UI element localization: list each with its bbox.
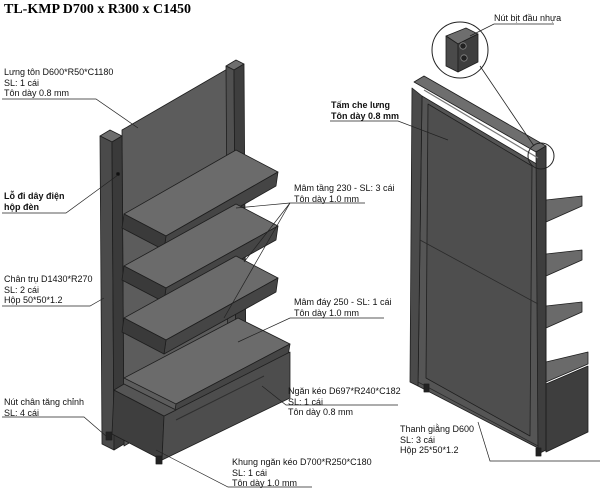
label-cover-panel-line2: Tôn dày 0.8 mm xyxy=(331,110,400,121)
label-plastic-cap-line1: Nút bịt đầu nhựa xyxy=(494,13,562,23)
label-drawer-line3: Tôn dày 0.8 mm xyxy=(288,407,354,417)
label-shelf-tray-line1: Mâm tầng 230 - SL: 3 cái xyxy=(294,183,395,193)
label-drawer-frame-line1: Khung ngăn kéo D700*R250*C180 xyxy=(232,457,372,467)
label-drawer-line2: SL: 1 cái xyxy=(288,396,324,407)
page-title: TL-KMP D700 x R300 x C1450 xyxy=(4,2,192,17)
side-shelf-1 xyxy=(545,195,583,223)
crossbar-2 xyxy=(419,239,539,305)
drawer-handle xyxy=(175,375,265,421)
cap-detail xyxy=(445,27,479,73)
wire-hole xyxy=(116,171,121,176)
label-post-line2: SL: 2 cái xyxy=(4,284,40,295)
label-drawer: Ngăn kéo D697*R240*C182 SL: 1 cái Tôn dà… xyxy=(288,386,401,418)
label-post-line3: Hộp 50*50*1.2 xyxy=(4,295,63,305)
label-back-panel-line2: SL: 1 cái xyxy=(4,77,40,88)
label-plastic-cap: Nút bịt đầu nhựa xyxy=(494,13,561,24)
label-post-line1: Chân trụ D1430*R270 xyxy=(4,274,93,284)
label-drawer-frame: Khung ngăn kéo D700*R250*C180 SL: 1 cái … xyxy=(232,457,372,489)
label-drawer-frame-line2: SL: 1 cái xyxy=(232,467,268,478)
label-wire-hole: Lỗ đi dây điện hộp đèn xyxy=(4,191,65,212)
leader-cover xyxy=(330,120,449,141)
leader-shelf-c xyxy=(223,202,291,319)
label-drawer-frame-line3: Tôn dày 1.0 mm xyxy=(232,478,298,488)
cover-frame-left xyxy=(409,87,423,387)
label-wire-hole-line2: hộp đèn xyxy=(4,201,39,212)
cap-location-circle xyxy=(527,142,555,170)
drawer-side xyxy=(113,383,177,417)
crossbar-3 xyxy=(417,381,539,447)
side-shelf-2 xyxy=(545,249,583,277)
label-cover-panel: Tấm che lưng Tôn dày 0.8 mm xyxy=(331,100,399,121)
leader-foot xyxy=(2,416,107,437)
label-bottom-tray-line1: Mâm đáy 250 - SL: 1 cái xyxy=(294,297,392,307)
label-shelf-tray: Mâm tầng 230 - SL: 3 cái Tôn dày 1.0 mm xyxy=(294,183,395,204)
label-cover-panel-line1: Tấm che lưng xyxy=(331,100,391,110)
label-back-panel-line3: Tôn dày 0.8 mm xyxy=(4,88,70,98)
leader-cap xyxy=(469,23,554,37)
leader-post xyxy=(2,297,105,307)
label-wire-hole-line1: Lỗ đi dây điện xyxy=(4,191,65,201)
cover-frame-right xyxy=(535,145,547,455)
crossbar-1 xyxy=(423,89,539,159)
leader-back-panel xyxy=(2,98,139,129)
label-foot-line2: SL: 4 cái xyxy=(4,407,40,418)
adjust-foot-3 xyxy=(423,383,430,393)
side-shelf-3 xyxy=(545,301,583,329)
adjust-foot-2 xyxy=(155,455,163,465)
label-drawer-line1: Ngăn kéo D697*R240*C182 xyxy=(288,386,401,396)
adjust-foot-4 xyxy=(535,447,542,457)
label-crossbar-line2: SL: 3 cái xyxy=(400,434,436,445)
label-bottom-tray-line2: Tôn dày 1.0 mm xyxy=(294,307,360,318)
label-foot: Nút chân tăng chỉnh SL: 4 cái xyxy=(4,397,84,418)
adjust-foot-1 xyxy=(105,431,113,441)
leader-shelf-b xyxy=(243,202,291,263)
leader-drawer xyxy=(261,385,398,406)
label-post: Chân trụ D1430*R270 SL: 2 cái Hộp 50*50*… xyxy=(4,274,93,306)
label-shelf-tray-line2: Tôn dày 1.0 mm xyxy=(294,193,360,204)
label-crossbar-line1: Thanh giằng D600 xyxy=(400,424,475,434)
leader-bottom xyxy=(237,317,384,343)
label-foot-line1: Nút chân tăng chỉnh xyxy=(4,397,85,407)
leader-drawer-frame xyxy=(155,449,312,488)
label-back-panel-line1: Lưng tôn D600*R50*C1180 xyxy=(4,67,114,77)
label-crossbar: Thanh giằng D600 SL: 3 cái Hộp 25*50*1.2 xyxy=(400,424,474,456)
cover-panel-inner xyxy=(425,103,533,437)
label-crossbar-line3: Hộp 25*50*1.2 xyxy=(400,445,459,455)
left-post-side xyxy=(111,135,125,451)
label-bottom-tray: Mâm đáy 250 - SL: 1 cái Tôn dày 1.0 mm xyxy=(294,297,392,318)
shelf-tray-3-side xyxy=(121,317,167,355)
leader-crossbar xyxy=(477,421,600,462)
label-back-panel: Lưng tôn D600*R50*C1180 SL: 1 cái Tôn dà… xyxy=(4,67,113,99)
cap-connector xyxy=(479,65,535,147)
leader-wire-hole xyxy=(2,174,119,214)
